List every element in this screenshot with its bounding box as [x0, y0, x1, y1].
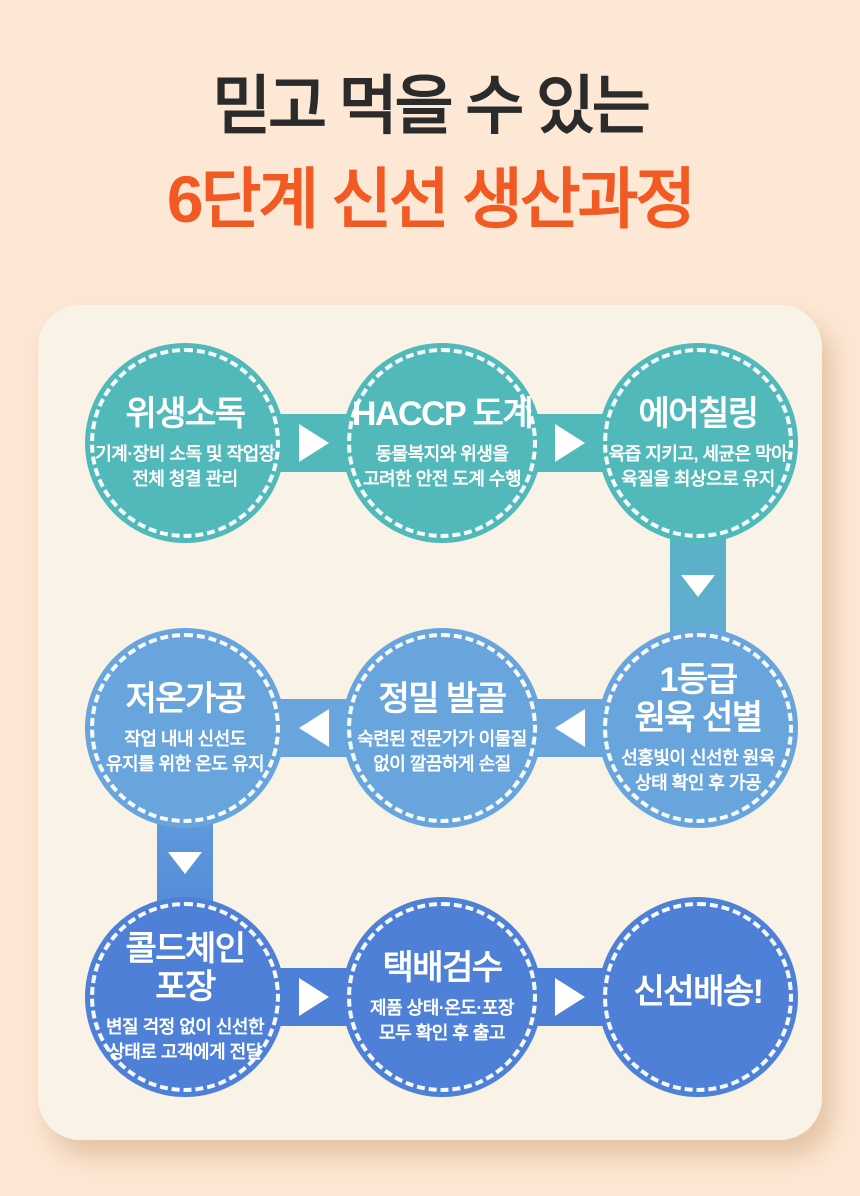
step-title-line: 에어칠링 — [638, 394, 759, 433]
arrow-down-icon — [681, 574, 715, 597]
step-circle-7: 콜드체인 포장 변질 걱정 없이 신선한 상태로 고객에게 전달 — [85, 897, 285, 1097]
step-description: 제품 상태·온도·포장 모두 확인 후 출고 — [370, 996, 514, 1046]
step-title: 택배검수 — [382, 948, 503, 987]
step-body-line: 기계·장비 소독 및 작업장 — [95, 443, 275, 464]
step-description: 작업 내내 신선도 유지를 위한 온도 유지 — [105, 727, 265, 777]
step-title: 1등급 원육 선별 — [634, 660, 763, 737]
step-title: 신선배송! — [633, 973, 764, 1012]
step-title-line: 1등급 — [659, 660, 738, 699]
step-title: 에어칠링 — [638, 394, 759, 433]
step-body-line: 육질을 최상으로 유지 — [621, 468, 775, 489]
step-title-line: HACCP 도계 — [351, 394, 534, 433]
arrow-right-icon — [555, 424, 585, 462]
process-card: 위생소독 기계·장비 소독 및 작업장 전체 청결 관리 HACCP 도계 동물… — [38, 305, 822, 1140]
step-body-line: 선홍빛이 신선한 원육 — [621, 747, 775, 768]
step-body-line: 상태 확인 후 가공 — [635, 772, 761, 793]
step-description: 변질 걱정 없이 신선한 상태로 고객에게 전달 — [105, 1015, 265, 1065]
step-title-line: 포장 — [155, 967, 216, 1006]
arrow-right-icon — [298, 978, 329, 1016]
step-body-line: 없이 깔끔하게 손질 — [373, 753, 511, 774]
step-body-line: 고려한 안전 도계 수행 — [362, 468, 522, 489]
arrow-left-icon — [555, 709, 585, 747]
step-title-line: 정밀 발골 — [378, 679, 507, 718]
step-body-line: 동물복지와 위생을 — [375, 443, 509, 464]
step-description: 육즙 지키고, 세균은 막아 육질을 최상으로 유지 — [609, 442, 788, 492]
step-circle-2: HACCP 도계 동물복지와 위생을 고려한 안전 도계 수행 — [342, 343, 542, 543]
step-body-line: 변질 걱정 없이 신선한 — [105, 1016, 265, 1037]
step-title-line: 택배검수 — [382, 948, 503, 987]
step-title-line: 위생소독 — [125, 394, 246, 433]
step-circle-1: 위생소독 기계·장비 소독 및 작업장 전체 청결 관리 — [85, 343, 285, 543]
step-title: 정밀 발골 — [378, 679, 507, 718]
step-body-line: 숙련된 전문가가 이물질 — [357, 728, 527, 749]
step-title-line: 저온가공 — [125, 679, 246, 718]
step-description: 선홍빛이 신선한 원육 상태 확인 후 가공 — [621, 746, 775, 796]
step-title: 저온가공 — [125, 679, 246, 718]
arrow-left-icon — [298, 709, 329, 747]
step-title: 위생소독 — [125, 394, 246, 433]
step-body-line: 육즙 지키고, 세균은 막아 — [608, 443, 788, 464]
arrow-right-icon — [298, 424, 329, 462]
arrow-down-icon — [168, 851, 202, 874]
step-body-line: 작업 내내 신선도 — [124, 728, 246, 749]
step-circle-9: 신선배송! — [598, 897, 798, 1097]
step-body-line: 상태로 고객에게 전달 — [108, 1041, 262, 1062]
step-title: HACCP 도계 — [351, 394, 534, 433]
page-title-line2: 6단계 신선 생산과정 — [166, 162, 696, 236]
step-body-line: 전체 청결 관리 — [132, 468, 238, 489]
step-circle-6: 저온가공 작업 내내 신선도 유지를 위한 온도 유지 — [85, 628, 285, 828]
arrow-right-icon — [555, 978, 585, 1016]
step-description: 동물복지와 위생을 고려한 안전 도계 수행 — [362, 442, 522, 492]
step-title-line: 콜드체인 — [125, 929, 246, 968]
page-title: 믿고 먹을 수 있는 6단계 신선 생산과정 — [0, 74, 860, 232]
step-title-line: 신선배송! — [633, 973, 764, 1012]
step-title-line: 원육 선별 — [634, 698, 763, 737]
step-description: 기계·장비 소독 및 작업장 전체 청결 관리 — [95, 442, 275, 492]
step-circle-4: 1등급 원육 선별 선홍빛이 신선한 원육 상태 확인 후 가공 — [598, 628, 798, 828]
step-body-line: 제품 상태·온도·포장 — [370, 997, 514, 1018]
step-body-line: 모두 확인 후 출고 — [379, 1022, 505, 1043]
step-circle-8: 택배검수 제품 상태·온도·포장 모두 확인 후 출고 — [342, 897, 542, 1097]
step-circle-5: 정밀 발골 숙련된 전문가가 이물질 없이 깔끔하게 손질 — [342, 628, 542, 828]
step-circle-3: 에어칠링 육즙 지키고, 세균은 막아 육질을 최상으로 유지 — [598, 343, 798, 543]
step-body-line: 유지를 위한 온도 유지 — [105, 753, 265, 774]
step-title: 콜드체인 포장 — [125, 929, 246, 1006]
step-description: 숙련된 전문가가 이물질 없이 깔끔하게 손질 — [357, 727, 527, 777]
page-title-line1: 믿고 먹을 수 있는 — [212, 70, 651, 142]
